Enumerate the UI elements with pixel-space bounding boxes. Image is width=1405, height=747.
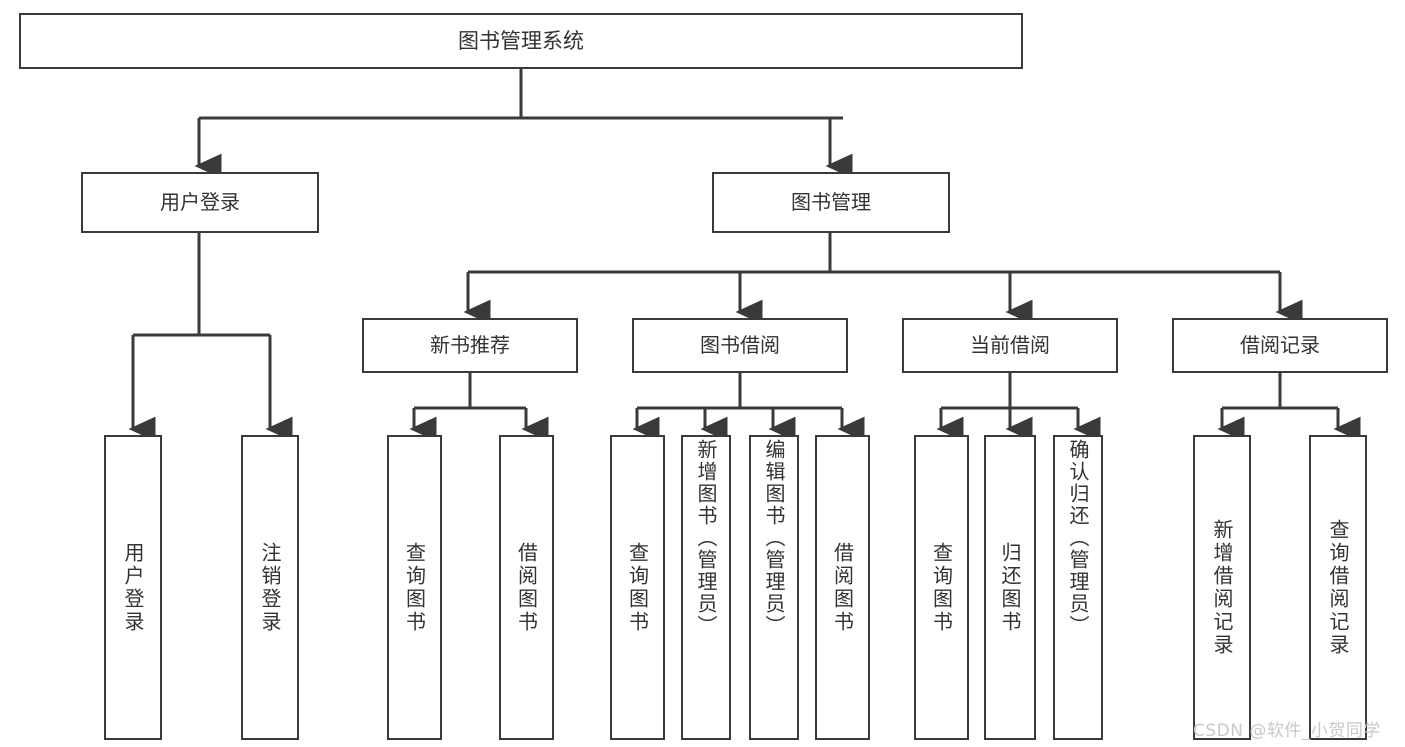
node-book-management[interactable]: 图书管理 — [712, 172, 950, 233]
leaf-new-book-borrow-label: 借阅图书 — [514, 541, 539, 634]
node-book-borrow-label: 图书借阅 — [700, 333, 780, 357]
node-user-login[interactable]: 用户登录 — [81, 172, 319, 233]
leaf-confirm-return-admin-label: 确认归还（管理员） — [1066, 439, 1090, 637]
node-book-borrow[interactable]: 图书借阅 — [632, 318, 848, 373]
leaf-add-book-admin-label: 新增图书（管理员） — [694, 439, 718, 637]
node-root-label: 图书管理系统 — [458, 28, 584, 53]
leaf-edit-book-admin[interactable]: 编辑图书（管理员） — [749, 435, 799, 740]
leaf-borrow-query-book[interactable]: 查询图书 — [610, 435, 665, 740]
leaf-user-login-label: 用户登录 — [121, 541, 145, 634]
node-current-borrow[interactable]: 当前借阅 — [902, 318, 1118, 373]
leaf-add-borrow-record[interactable]: 新增借阅记录 — [1193, 435, 1251, 740]
leaf-new-book-query[interactable]: 查询图书 — [387, 435, 442, 740]
leaf-edit-book-admin-label: 编辑图书（管理员） — [762, 439, 786, 637]
node-current-borrow-label: 当前借阅 — [970, 333, 1050, 357]
leaf-user-login[interactable]: 用户登录 — [104, 435, 162, 740]
leaf-query-borrow-record-label: 查询借阅记录 — [1326, 518, 1350, 657]
leaf-current-query-book[interactable]: 查询图书 — [914, 435, 969, 740]
node-book-management-label: 图书管理 — [791, 190, 871, 214]
leaf-add-book-admin[interactable]: 新增图书（管理员） — [681, 435, 731, 740]
leaf-add-borrow-record-label: 新增借阅记录 — [1210, 518, 1234, 657]
leaf-new-book-query-label: 查询图书 — [402, 541, 427, 634]
node-new-book-recommend[interactable]: 新书推荐 — [362, 318, 578, 373]
leaf-borrow-book-label: 借阅图书 — [830, 541, 855, 634]
leaf-new-book-borrow[interactable]: 借阅图书 — [499, 435, 554, 740]
leaf-borrow-query-book-label: 查询图书 — [625, 541, 650, 634]
csdn-watermark: CSDN @软件_小贺同学 — [1193, 721, 1381, 741]
leaf-return-book[interactable]: 归还图书 — [984, 435, 1036, 740]
node-user-login-label: 用户登录 — [160, 190, 240, 214]
node-borrow-record[interactable]: 借阅记录 — [1172, 318, 1388, 373]
node-borrow-record-label: 借阅记录 — [1240, 333, 1320, 357]
node-new-book-recommend-label: 新书推荐 — [430, 333, 510, 357]
leaf-current-query-book-label: 查询图书 — [929, 541, 954, 634]
leaf-user-logout-label: 注销登录 — [258, 541, 282, 634]
leaf-confirm-return-admin[interactable]: 确认归还（管理员） — [1053, 435, 1103, 740]
leaf-borrow-book[interactable]: 借阅图书 — [815, 435, 870, 740]
leaf-user-logout[interactable]: 注销登录 — [241, 435, 299, 740]
leaf-query-borrow-record[interactable]: 查询借阅记录 — [1309, 435, 1367, 740]
leaf-return-book-label: 归还图书 — [998, 541, 1022, 634]
node-root[interactable]: 图书管理系统 — [19, 13, 1023, 69]
